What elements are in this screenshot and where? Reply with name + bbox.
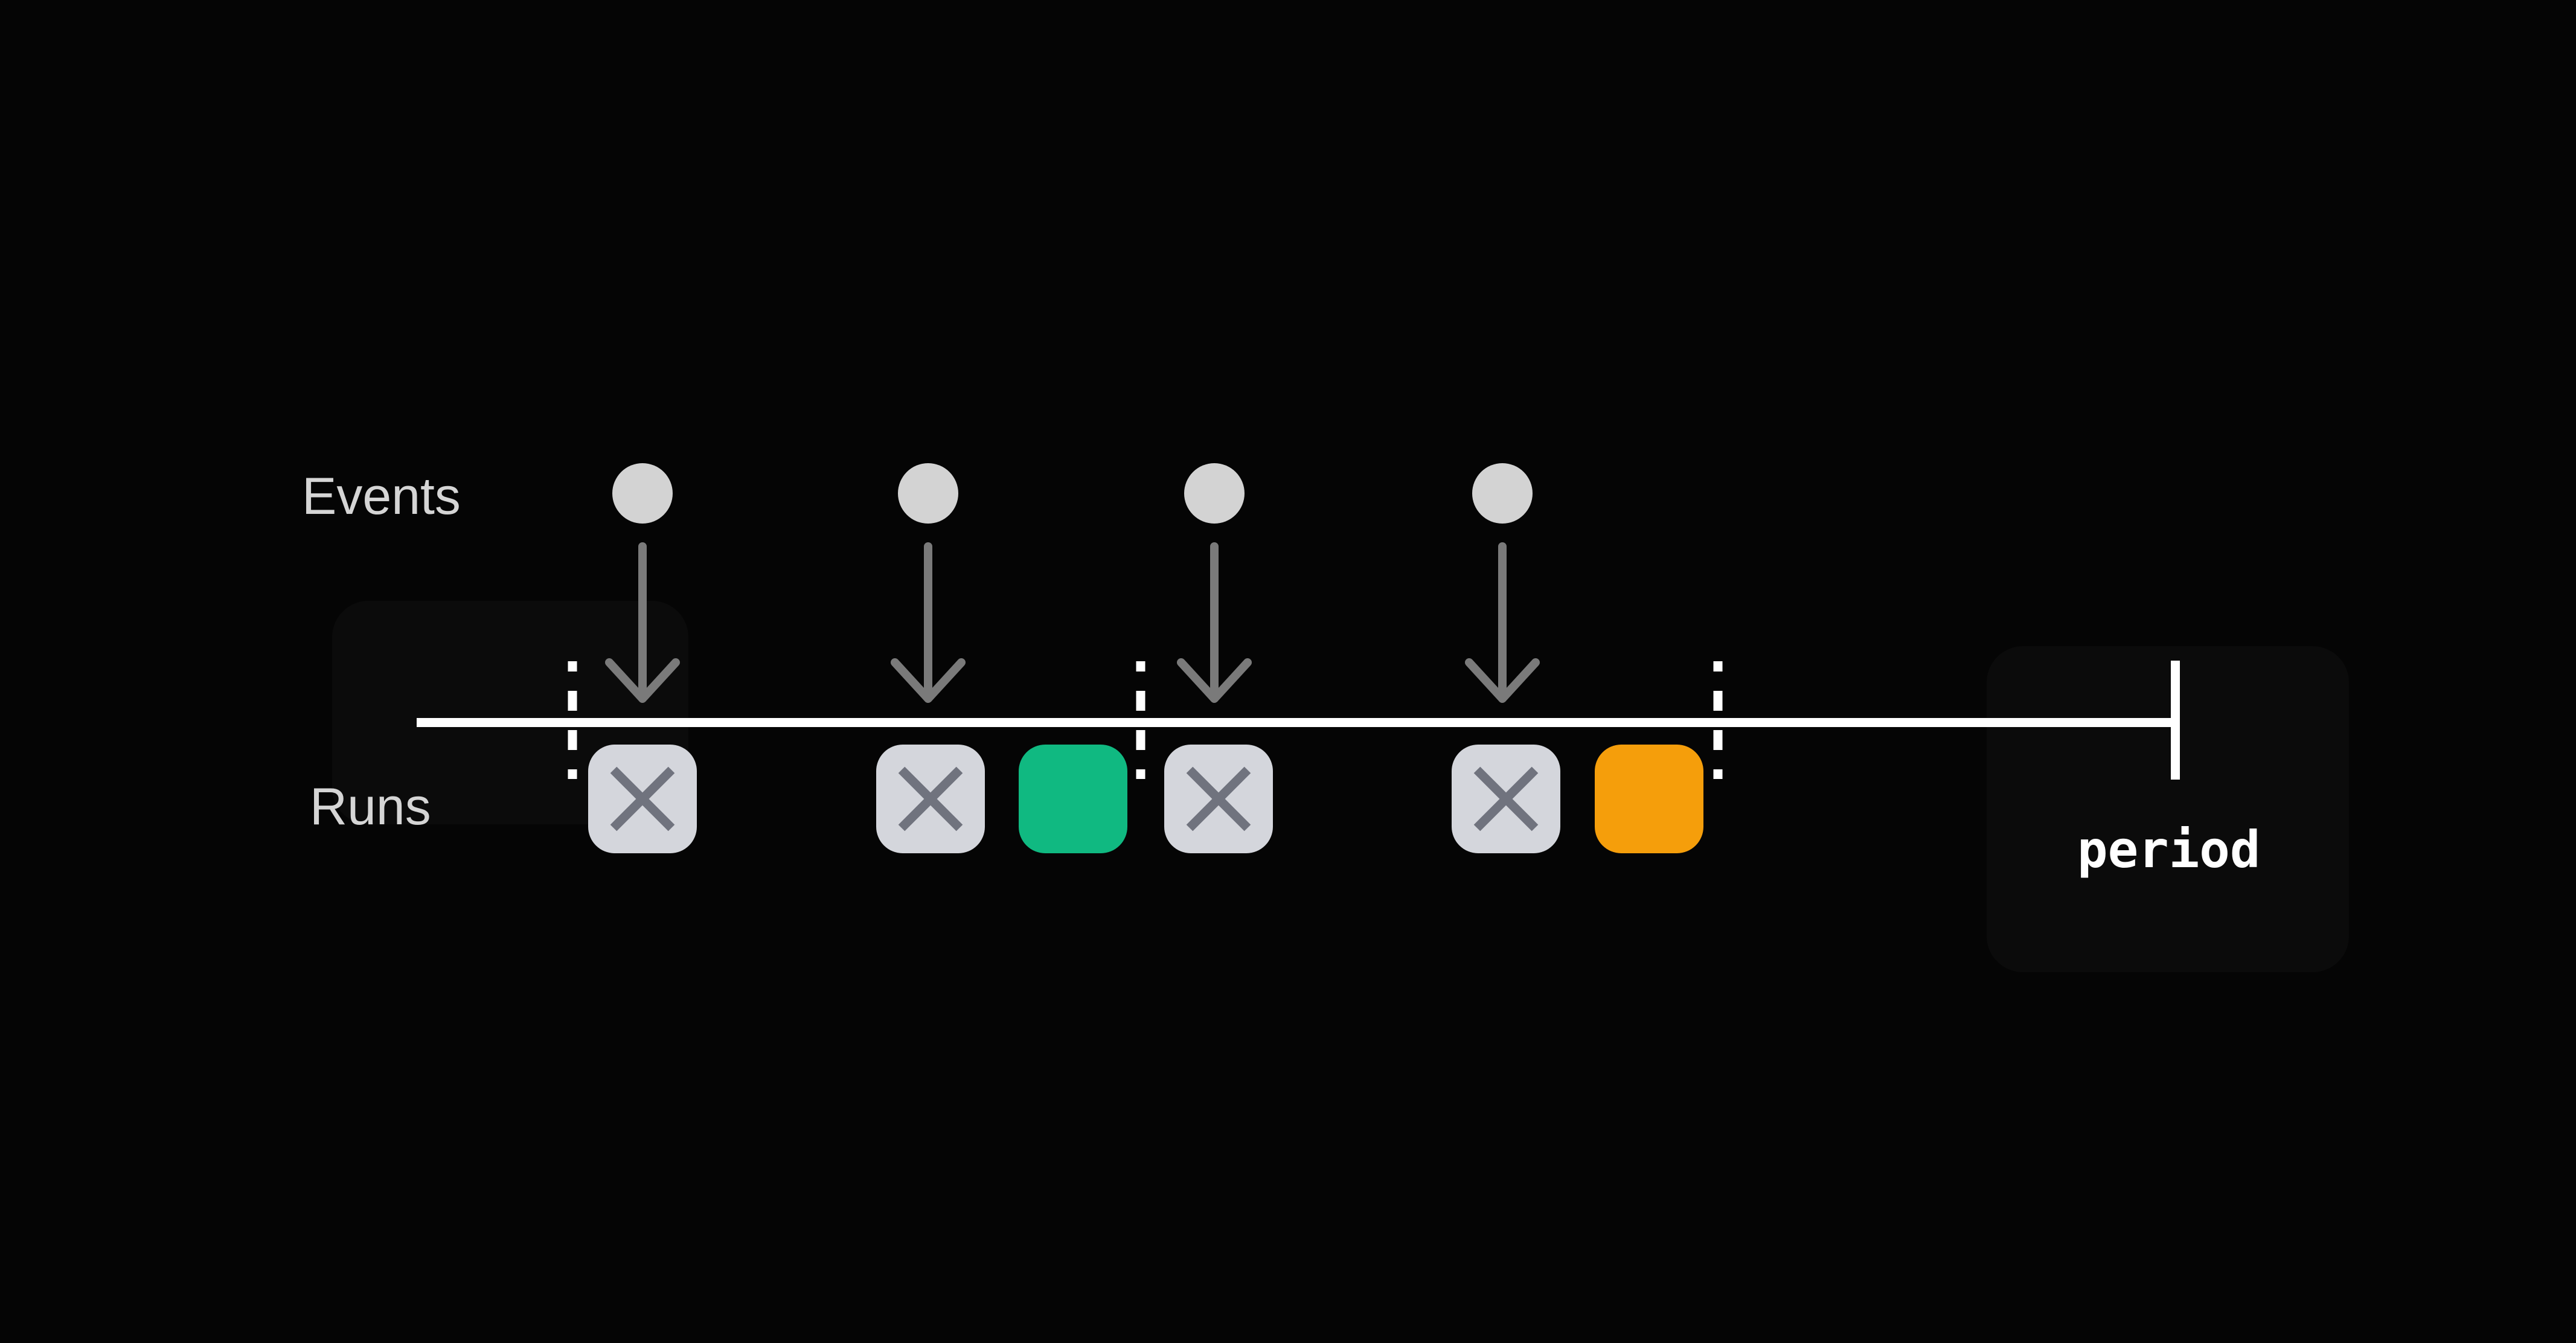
run-square-cancelled bbox=[588, 745, 697, 853]
run-square-active bbox=[1595, 745, 1703, 853]
period-label: period bbox=[2077, 820, 2261, 879]
event-dot bbox=[898, 463, 958, 524]
run-square-success bbox=[1019, 745, 1127, 853]
arrow-down-icon bbox=[1465, 542, 1540, 703]
background-glow-right bbox=[1987, 646, 2349, 972]
run-square-cancelled bbox=[1164, 745, 1273, 853]
events-row-label: Events bbox=[302, 467, 461, 525]
x-icon bbox=[1186, 766, 1251, 832]
arrow-down-icon bbox=[605, 542, 680, 703]
event-dot bbox=[1184, 463, 1245, 524]
run-square-cancelled bbox=[876, 745, 985, 853]
arrow-down-icon bbox=[1177, 542, 1252, 703]
runs-row-label: Runs bbox=[310, 778, 431, 836]
x-icon bbox=[898, 766, 963, 832]
arrow-down-icon bbox=[891, 542, 966, 703]
x-icon bbox=[1473, 766, 1539, 832]
x-icon bbox=[610, 766, 675, 832]
event-dot bbox=[1472, 463, 1533, 524]
run-square-cancelled bbox=[1452, 745, 1560, 853]
event-dot bbox=[612, 463, 673, 524]
